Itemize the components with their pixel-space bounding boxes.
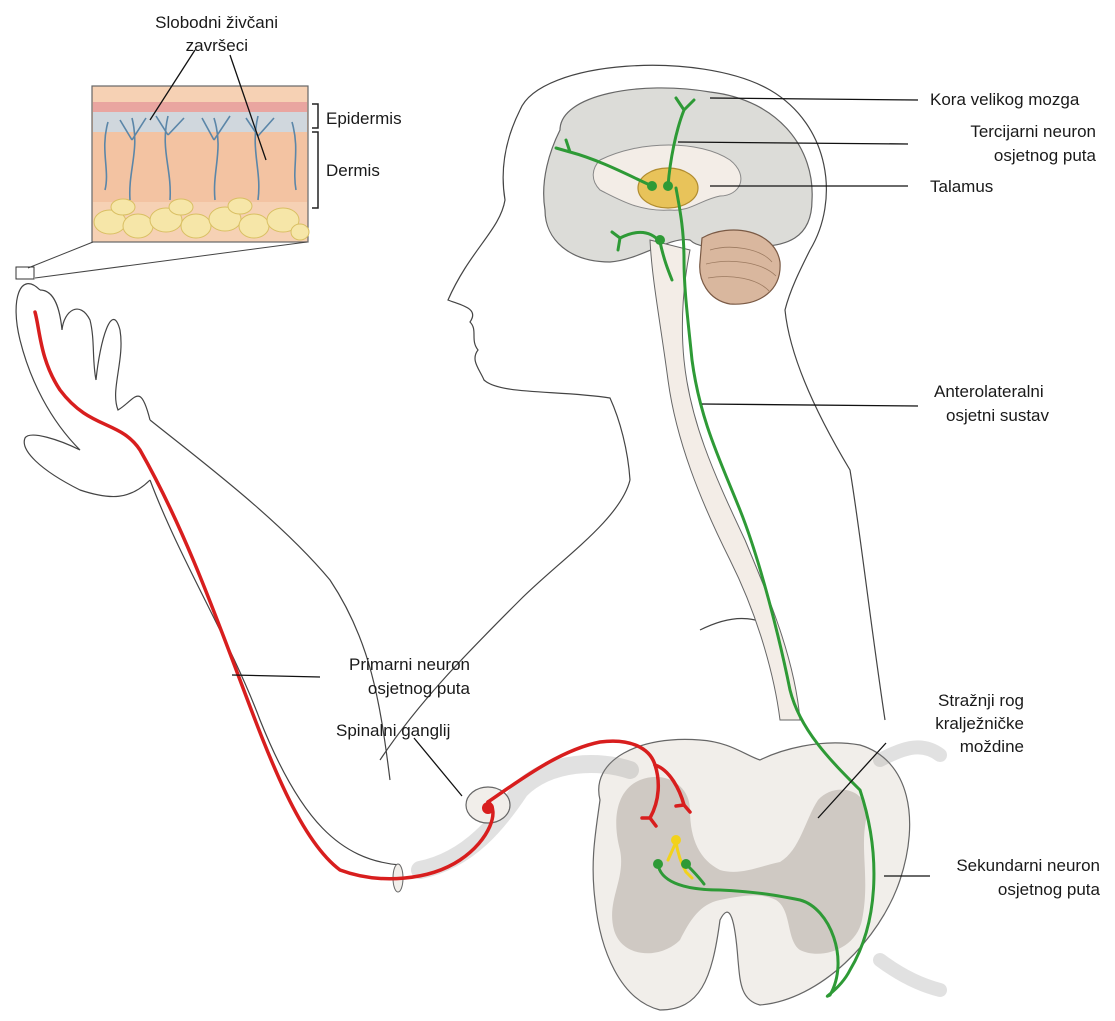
secondary-neuron-label-line1: Sekundarni neuron (920, 855, 1100, 876)
thalamus-label: Talamus (930, 176, 993, 197)
spinal-cord-section (393, 739, 940, 1010)
free-nerve-endings-label-line1: Slobodni živčani (98, 12, 278, 33)
primary-neuron (35, 312, 690, 879)
free-nerve-endings-label-line2: završeci (98, 35, 248, 56)
tertiary-neuron-label-line1: Tercijarni neuron (912, 121, 1096, 142)
dorsal-horn-label-line1: Stražnji rog (900, 690, 1024, 711)
dorsal-horn-label-line2: kralježničke (900, 713, 1024, 734)
primary-neuron-soma (482, 802, 494, 814)
skin-inset (16, 86, 318, 279)
spinal-ganglion-label: Spinalni ganglij (336, 720, 450, 741)
cerebellum (700, 230, 780, 304)
brain (544, 88, 813, 720)
primary-neuron-label-line1: Primarni neuron (300, 654, 470, 675)
cerebral-cortex-label: Kora velikog mozga (930, 89, 1079, 110)
tertiary-neuron-label-line2: osjetnog puta (912, 145, 1096, 166)
dermis-label: Dermis (326, 160, 380, 181)
epidermis-label: Epidermis (326, 108, 402, 129)
anterolateral-system-label-line1: Anterolateralni (934, 381, 1044, 402)
primary-neuron-label-line2: osjetnog puta (300, 678, 470, 699)
anterolateral-system-label-line2: osjetni sustav (946, 405, 1049, 426)
secondary-neuron-label-line2: osjetnog puta (920, 879, 1100, 900)
dorsal-horn-label-line3: moždine (900, 736, 1024, 757)
